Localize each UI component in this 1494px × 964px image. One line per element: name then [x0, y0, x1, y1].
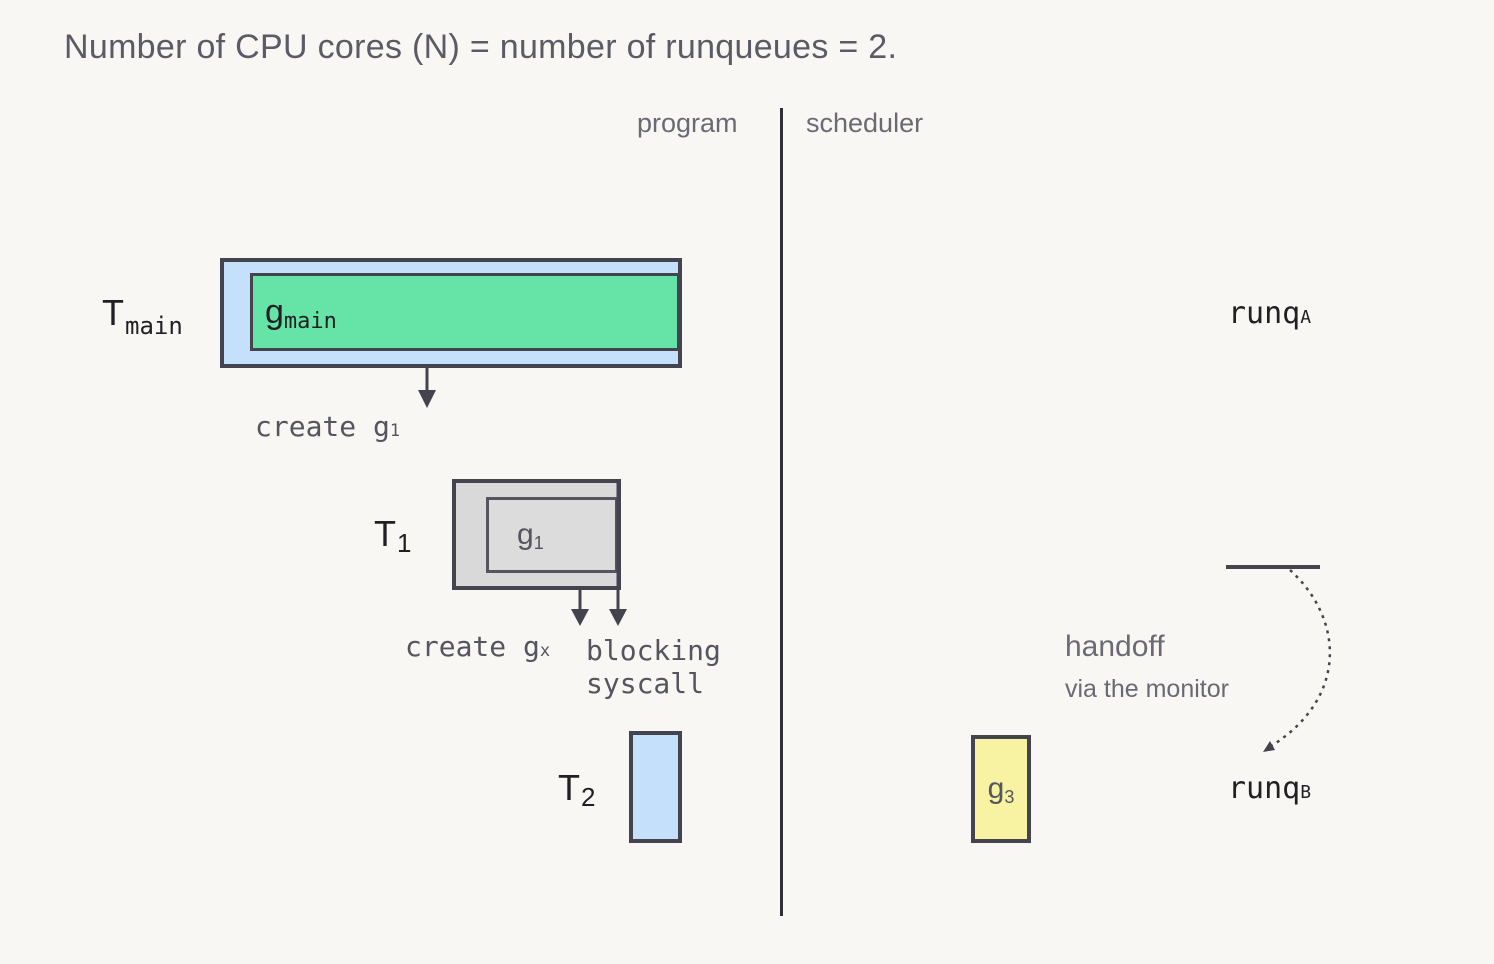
thread-label-tmain-sub: main — [125, 312, 183, 340]
blocking-syscall-line2: syscall — [586, 667, 705, 700]
handoff-subtitle: via the monitor — [1065, 675, 1229, 703]
handoff-dotted-curve — [1267, 569, 1331, 750]
create-gx-text: create g — [405, 630, 540, 663]
handoff-arrow-head — [1263, 741, 1275, 752]
program-column-label: program — [637, 108, 738, 138]
arrow-create-g1-head — [418, 390, 436, 408]
runqueue-b-base: runq — [1228, 771, 1301, 806]
goroutine-label-gmain-base: g — [265, 292, 284, 331]
runqueue-b-sub: B — [1300, 782, 1312, 803]
thread-label-t2-sub: 2 — [581, 782, 596, 812]
goroutine-label-g3-base: g — [987, 772, 1005, 805]
goroutine-label-gmain-sub: main — [283, 308, 337, 334]
runqueue-a-sub: A — [1300, 307, 1312, 328]
runqueue-a-label: runqA — [1228, 296, 1311, 331]
create-gx-sub: x — [539, 641, 551, 661]
thread-label-tmain-base: T — [102, 292, 124, 333]
thread-box-t2 — [629, 731, 682, 843]
arrow-create-gx-head — [571, 609, 589, 626]
thread-label-t1-base: T — [374, 513, 396, 554]
goroutine-label-g3-sub: 3 — [1004, 787, 1015, 807]
blocking-syscall-line1: blocking — [586, 634, 721, 667]
arrow-blocking-syscall-head — [609, 609, 627, 626]
thread-label-t1-sub: 1 — [397, 528, 412, 558]
page-title: Number of CPU cores (N) = number of runq… — [64, 28, 898, 66]
scheduler-column-label: scheduler — [806, 108, 924, 138]
create-g1-text: create g — [255, 410, 390, 443]
runqueue-a-base: runq — [1228, 296, 1301, 331]
create-g1-sub: 1 — [389, 421, 401, 441]
handoff-title: handoff — [1065, 630, 1165, 663]
create-gx-label: create gx — [405, 630, 550, 663]
thread-label-t2-base: T — [558, 767, 580, 808]
runqueue-b-label: runqB — [1228, 771, 1311, 806]
program-scheduler-divider — [780, 108, 783, 916]
blocking-syscall-label: blocking syscall — [586, 634, 721, 700]
goroutine-label-g1-sub: 1 — [533, 533, 544, 553]
create-g1-label: create g1 — [255, 410, 400, 443]
goroutine-label-g1-base: g — [517, 518, 534, 551]
